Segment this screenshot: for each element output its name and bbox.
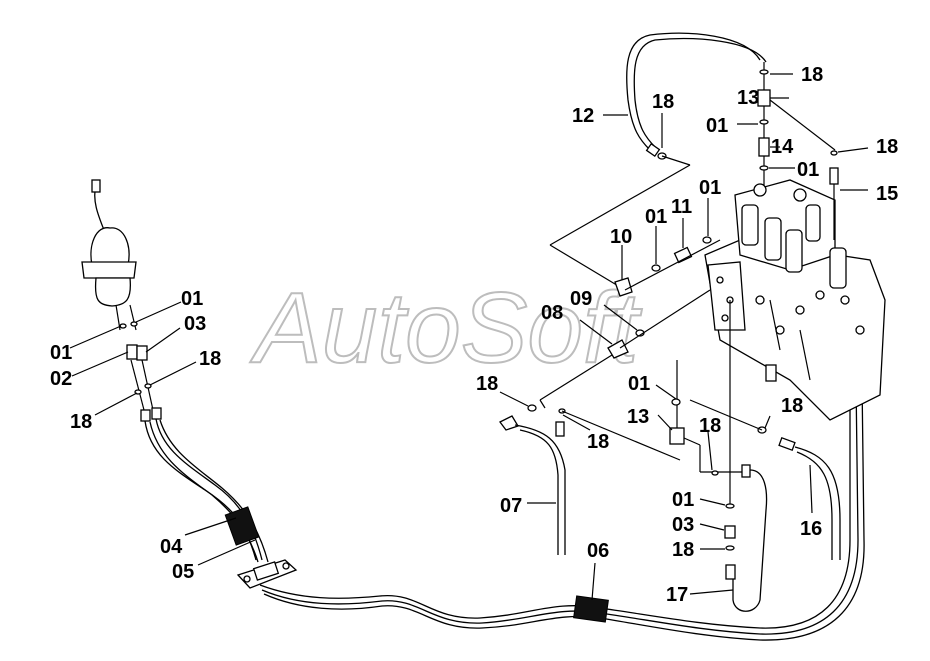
hose-12 [626,32,767,160]
label-15: 15 [876,183,898,205]
joystick-assembly [81,179,162,422]
label-12: 12 [572,105,594,127]
label-18-f: 18 [699,415,721,437]
label-14: 14 [771,136,794,158]
label-18-j: 18 [781,395,803,417]
watermark-text: AutoSoft [250,272,643,384]
hose-15 [769,99,839,240]
label-06: 06 [587,540,609,562]
label-01-b: 01 [797,159,819,181]
tee-fitting-13-lower [561,360,751,478]
fitting-chain-10-11 [549,155,721,297]
grommet-plate [236,559,298,589]
label-10: 10 [610,226,632,248]
left-hose-bundle [144,418,269,563]
label-17: 17 [666,584,688,606]
label-02: 02 [50,368,72,390]
label-01-e: 01 [628,373,650,395]
label-13-b: 13 [627,406,649,428]
part-labels: 12 18 13 01 14 01 18 15 18 01 11 01 10 0… [50,64,898,606]
label-01-d: 01 [645,206,667,228]
label-18-b: 18 [876,136,898,158]
label-03-b: 03 [672,514,694,536]
hose-07 [499,399,566,555]
label-01-a: 01 [706,115,728,137]
leader-lines [69,73,869,601]
hose-17 [724,300,768,612]
label-18-c: 18 [801,64,823,86]
label-18-a: 18 [652,91,674,113]
control-valve-block [704,179,886,421]
label-18-g: 18 [476,373,498,395]
label-05: 05 [172,561,194,583]
label-09: 09 [570,288,592,310]
label-01-g: 01 [50,342,72,364]
label-01-c: 01 [699,177,721,199]
label-18-i: 18 [672,539,694,561]
fitting-08-09 [539,289,711,401]
label-18-e: 18 [70,411,92,433]
label-11: 11 [671,196,692,218]
label-03-a: 03 [184,313,206,335]
label-18-d: 18 [199,348,221,370]
label-01-h: 01 [672,489,694,511]
label-01-f: 01 [181,288,203,310]
label-18-h: 18 [587,431,609,453]
label-04: 04 [160,536,183,558]
fitting-stack-13-14 [757,62,771,185]
label-13-a: 13 [737,87,759,109]
label-07: 07 [500,495,522,517]
hose-16 [689,399,841,560]
label-16: 16 [800,518,822,540]
long-hose-06 [259,379,865,641]
label-08: 08 [541,302,563,324]
